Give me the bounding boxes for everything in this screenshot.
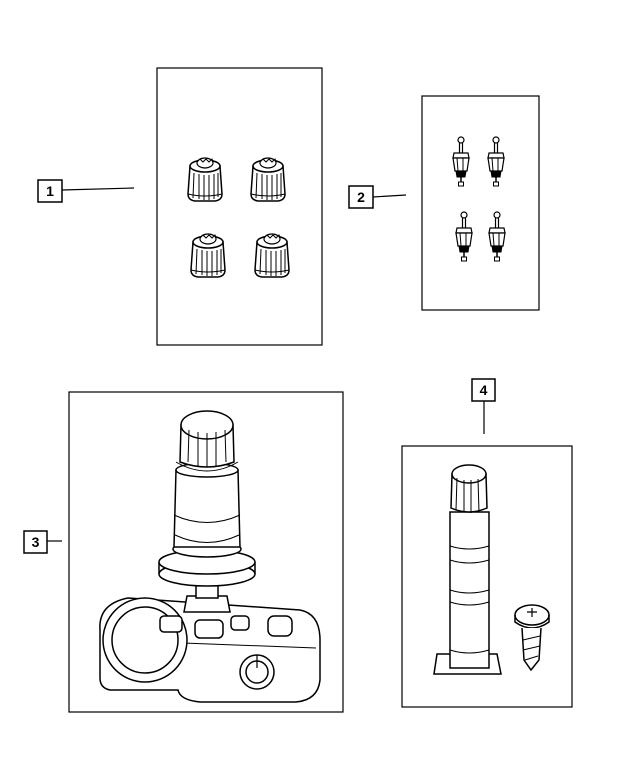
callout-label-2: 2 xyxy=(357,189,365,205)
panel-2 xyxy=(372,95,540,311)
leader-line-2 xyxy=(372,194,407,198)
valve-stem-kit-icon xyxy=(433,464,550,675)
callout-label-1: 1 xyxy=(46,183,54,199)
callout-label-3: 3 xyxy=(32,534,40,550)
leader-line-1 xyxy=(61,187,135,191)
panel-1 xyxy=(61,67,323,346)
panel-3 xyxy=(47,391,344,713)
callout-2[interactable]: 2 xyxy=(348,185,374,209)
tpms-sensor-icon xyxy=(99,410,321,703)
callout-1[interactable]: 1 xyxy=(37,179,63,203)
callout-4[interactable]: 4 xyxy=(471,378,496,402)
callout-label-4: 4 xyxy=(480,382,488,398)
panel-4 xyxy=(401,401,573,708)
callout-3[interactable]: 3 xyxy=(23,530,48,554)
